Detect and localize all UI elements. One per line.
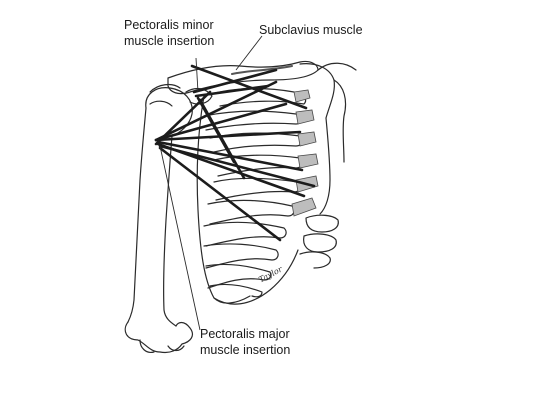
label-pectoralis-major-line2: muscle insertion [200,343,291,357]
pec-major-fiber-3 [154,130,302,142]
label-pectoralis-major: Pectoralis major muscle insertion [200,326,290,358]
upper-right-shoulder [317,62,357,71]
leader-pec-minor [195,57,199,93]
costal-cartilage-1 [293,89,311,103]
humeral-head [145,87,193,137]
subclavius-muscle [231,65,293,75]
sternum-body [319,117,331,215]
pec-major-fiber-4 [156,140,304,172]
rib-4 [213,154,303,177]
costal-cartilage-2 [295,109,315,125]
rib-9 [205,263,272,289]
pec-major-fiber-6 [158,144,316,188]
humeral-tuberosity [149,100,173,107]
pec-major-fiber-2 [154,102,288,142]
costal-cartilage-6 [291,197,317,217]
acromion [149,83,181,93]
rib-10 [209,283,263,298]
elbow-condyle-2 [167,345,185,352]
distal-humerus [124,321,194,354]
rib-6 [207,199,295,225]
label-pectoralis-minor: Pectoralis minor muscle insertion [124,17,214,49]
pec-minor-fiber-2 [192,68,278,94]
costal-cartilage-4 [297,153,319,169]
label-pectoralis-minor-line1: Pectoralis minor [124,18,214,32]
vertebra-3 [299,251,331,269]
humerus-shaft-medial [163,135,177,327]
vertebra-2 [303,233,337,253]
humerus-shaft-lateral [127,107,147,323]
label-subclavius-muscle: Subclavius muscle [259,23,363,37]
sternum-right-edge [333,79,347,163]
rib-8 [203,243,279,269]
elbow-condyle [139,339,155,353]
vertebra-1 [305,214,339,233]
pec-minor-fiber-1 [190,64,308,110]
pec-major-fiber-8 [154,90,212,146]
pec-major-fiber-7 [158,146,282,242]
lower-thorax-outline [213,249,299,305]
rib-7 [203,221,287,247]
label-pectoralis-minor-line2: muscle insertion [124,34,215,48]
costal-cartilage-3 [297,131,317,147]
label-pectoralis-major-line1: Pectoralis major [200,327,290,341]
pec-major-fiber-1 [154,80,278,142]
leader-subclavius [235,35,263,71]
leader-pec-major [159,145,201,331]
